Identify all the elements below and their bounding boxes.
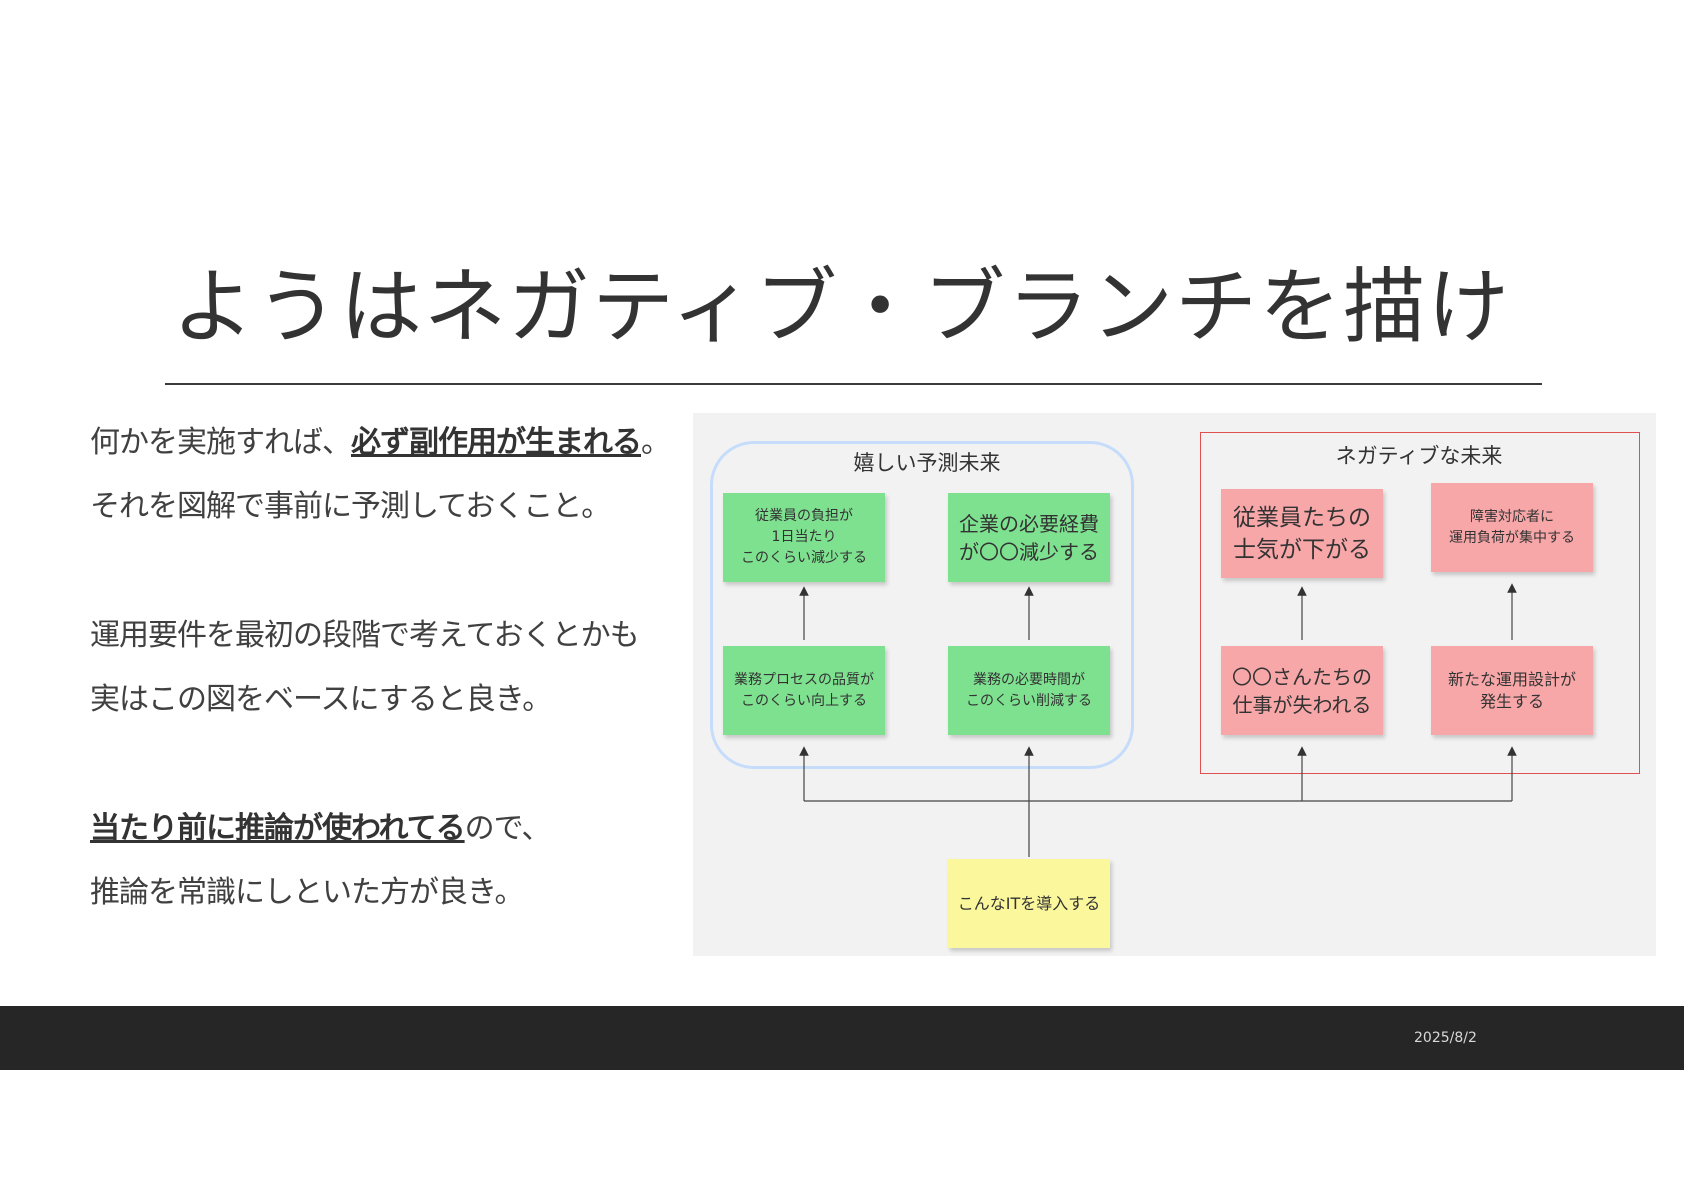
sticky-note-root: こんなITを導入する: [948, 859, 1110, 948]
connector-lines: [799, 583, 1517, 857]
body-line-1-emphasis: 必ず副作用が生まれる: [351, 425, 642, 460]
happy-future-label: 嬉しい予測未来: [853, 451, 1001, 475]
sticky-note-p2: 障害対応者に 運用負荷が集中する: [1431, 483, 1593, 572]
title-divider: [165, 383, 1542, 385]
body-line-2: それを図解で事前に予測しておくこと。: [90, 489, 611, 524]
sticky-note-p3: 〇〇さんたちの 仕事が失われる: [1221, 646, 1383, 735]
body-line-1-prefix: 何かを実施すれば、: [90, 425, 352, 460]
sticky-note-g4: 業務の必要時間が このくらい削減する: [948, 646, 1110, 735]
slide-title: ようはネガティブ・ブランチを描け: [172, 260, 1512, 355]
body-line-5-suffix: ので、: [464, 811, 552, 846]
footer-bar: 2025/8/2: [0, 1006, 1684, 1070]
body-line-3: 運用要件を最初の段階で考えておくとかも: [90, 618, 640, 653]
sticky-note-g3: 業務プロセスの品質が このくらい向上する: [723, 646, 885, 735]
negative-branch-diagram: 嬉しい予測未来 ネガティブな未来 従業員の負担が 1日当たり このくらい減少する…: [693, 413, 1656, 956]
sticky-note-p1: 従業員たちの 士気が下がる: [1221, 489, 1383, 578]
negative-future-group: [1200, 432, 1640, 774]
sticky-note-p4: 新たな運用設計が 発生する: [1431, 646, 1593, 735]
body-line-5: 当たり前に推論が使われてるので、: [90, 809, 690, 849]
footer-date: 2025/8/2: [1414, 1030, 1477, 1046]
body-line-1-suffix: 。: [641, 425, 671, 460]
negative-future-label: ネガティブな未来: [1335, 444, 1503, 468]
sticky-note-g1: 従業員の負担が 1日当たり このくらい減少する: [723, 493, 885, 582]
sticky-note-g2: 企業の必要経費 が〇〇減少する: [948, 493, 1110, 582]
body-line-1: 何かを実施すれば、必ず副作用が生まれる。: [90, 423, 690, 463]
body-line-5-emphasis: 当たり前に推論が使われてる: [90, 811, 466, 846]
body-line-4: 実はこの図をベースにすると良き。: [90, 682, 552, 717]
body-line-6: 推論を常識にしといた方が良き。: [90, 875, 525, 910]
happy-future-group: [710, 441, 1134, 769]
